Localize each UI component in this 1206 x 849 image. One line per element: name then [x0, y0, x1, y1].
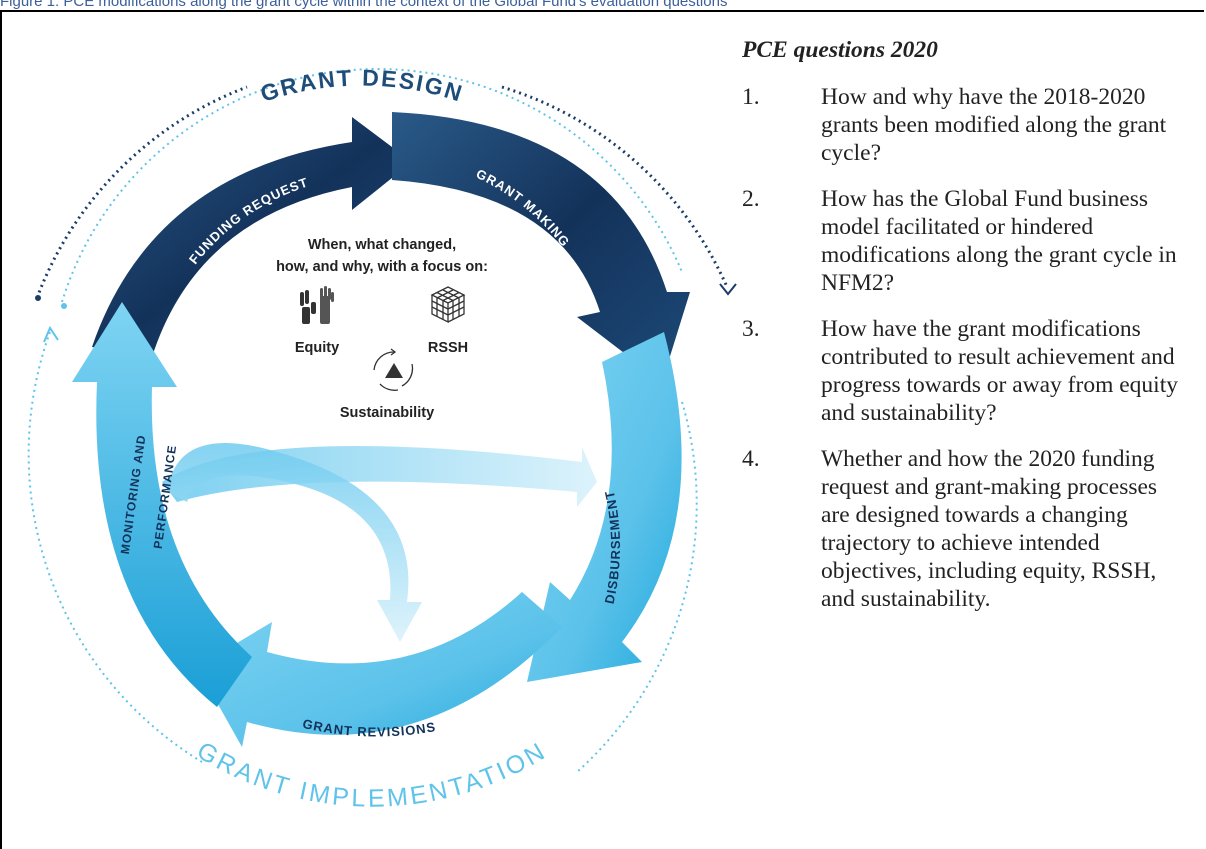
recycle-triangle-icon — [373, 348, 414, 391]
question-number: 3. — [742, 316, 760, 342]
figure-frame: GRANT DESIGN FUNDING REQUEST GRANT MAKIN… — [0, 10, 1204, 849]
list-item: 2. How has the Global Fund business mode… — [742, 185, 1202, 297]
grant-revisions-arrow — [197, 592, 562, 747]
question-number: 4. — [742, 446, 760, 472]
outer-dotted-arc-bottom-right — [576, 401, 698, 773]
center-text-line1: When, what changed, — [308, 237, 456, 253]
list-item: 1. How and why have the 2018-2020 grants… — [742, 83, 1202, 167]
monitoring-performance-arrow — [72, 302, 252, 707]
arrow-head-marker — [719, 283, 737, 296]
pce-questions-panel: PCE questions 2020 1. How and why have t… — [742, 36, 1202, 631]
dot-marker — [35, 295, 41, 301]
focus-sustainability-label: Sustainability — [340, 405, 434, 421]
questions-list: 1. How and why have the 2018-2020 grants… — [742, 83, 1202, 613]
grant-design-label: GRANT DESIGN — [257, 64, 466, 106]
funding-request-arrow — [92, 117, 412, 357]
list-item: 4. Whether and how the 2020 funding requ… — [742, 445, 1202, 613]
questions-title: PCE questions 2020 — [742, 37, 938, 63]
figure-caption: Figure 1: PCE modifications along the gr… — [0, 0, 728, 10]
inner-dotted-arc-top — [61, 68, 683, 303]
focus-equity-label: Equity — [295, 340, 339, 356]
grant-cycle-diagram: GRANT DESIGN FUNDING REQUEST GRANT MAKIN… — [27, 64, 737, 813]
question-number: 1. — [742, 84, 760, 110]
arrow-head-marker-light — [43, 325, 59, 343]
question-text: How has the Global Fund business model f… — [821, 186, 1177, 296]
grant-implementation-label: GRANT IMPLEMENTATION — [192, 736, 552, 812]
disbursement-label: DISBURSEMENT — [602, 489, 623, 605]
dot-marker-light — [61, 303, 67, 309]
disbursement-arrow — [527, 332, 682, 682]
question-text: Whether and how the 2020 funding request… — [821, 446, 1158, 612]
list-item: 3. How have the grant modifications cont… — [742, 315, 1202, 427]
outer-dotted-arc-left — [35, 85, 248, 299]
question-number: 2. — [742, 186, 760, 212]
center-text-line2: how, and why, with a focus on: — [276, 259, 488, 275]
question-text: How have the grant modifications contrib… — [821, 316, 1178, 426]
question-text: How and why have the 2018-2020 grants be… — [821, 84, 1167, 166]
outer-dotted-arc-bottom-left — [27, 331, 203, 763]
grant-making-arrow — [392, 112, 690, 382]
feedback-arrow-to-revisions — [167, 443, 422, 642]
cube-grid-icon — [430, 286, 466, 324]
hands-icon — [300, 286, 334, 324]
focus-rssh-label: RSSH — [428, 340, 468, 356]
